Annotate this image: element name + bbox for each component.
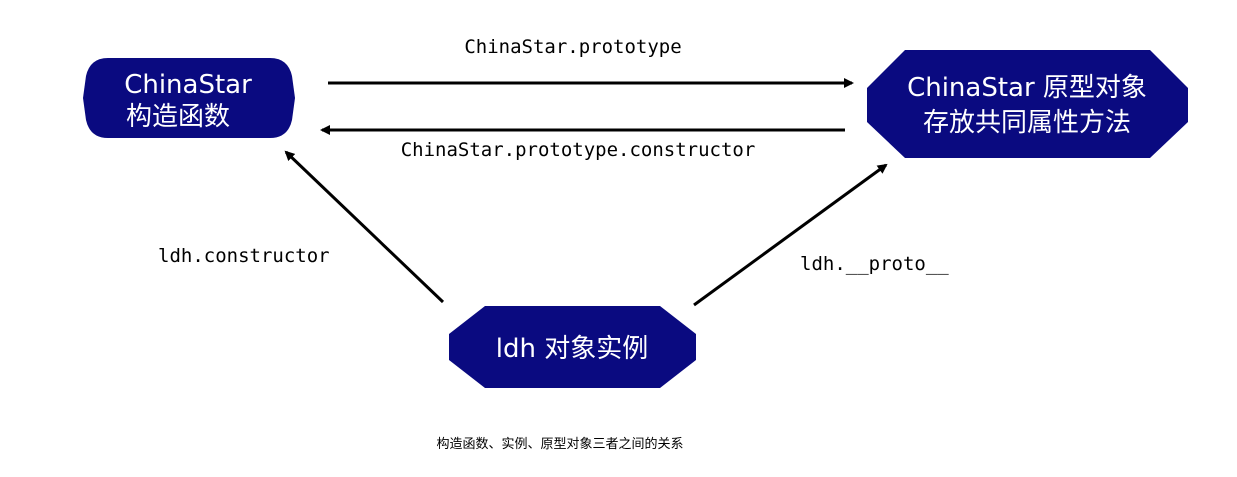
- constructor-function-subtitle: 构造函数: [126, 102, 230, 132]
- prototype-arrow-label: ChinaStar.prototype: [464, 36, 681, 58]
- instance-shape: [449, 306, 696, 388]
- instance-constructor-label: ldh.constructor: [158, 245, 330, 267]
- diagram-caption: 构造函数、实例、原型对象三者之间的关系: [436, 436, 683, 452]
- prototype-object-subtitle: 存放共同属性方法: [923, 108, 1131, 138]
- constructor-function-shape: [83, 58, 295, 138]
- instance-constructor-arrow: [284, 150, 445, 304]
- instance-label: ldh 对象实例: [496, 334, 648, 364]
- constructor-function-title: ChinaStar: [124, 70, 252, 100]
- instance-proto-arrow: [693, 163, 888, 307]
- instance-proto-label: ldh.__proto__: [800, 253, 949, 275]
- prototype-object-shape: [867, 50, 1188, 158]
- constructor-arrow-label: ChinaStar.prototype.constructor: [401, 139, 756, 161]
- prototype-object-node: ChinaStar 原型对象 存放共同属性方法: [867, 50, 1188, 158]
- prototype-object-title: ChinaStar 原型对象: [907, 73, 1147, 103]
- instance-node: ldh 对象实例: [449, 306, 696, 388]
- constructor-function-node: ChinaStar 构造函数: [83, 58, 295, 138]
